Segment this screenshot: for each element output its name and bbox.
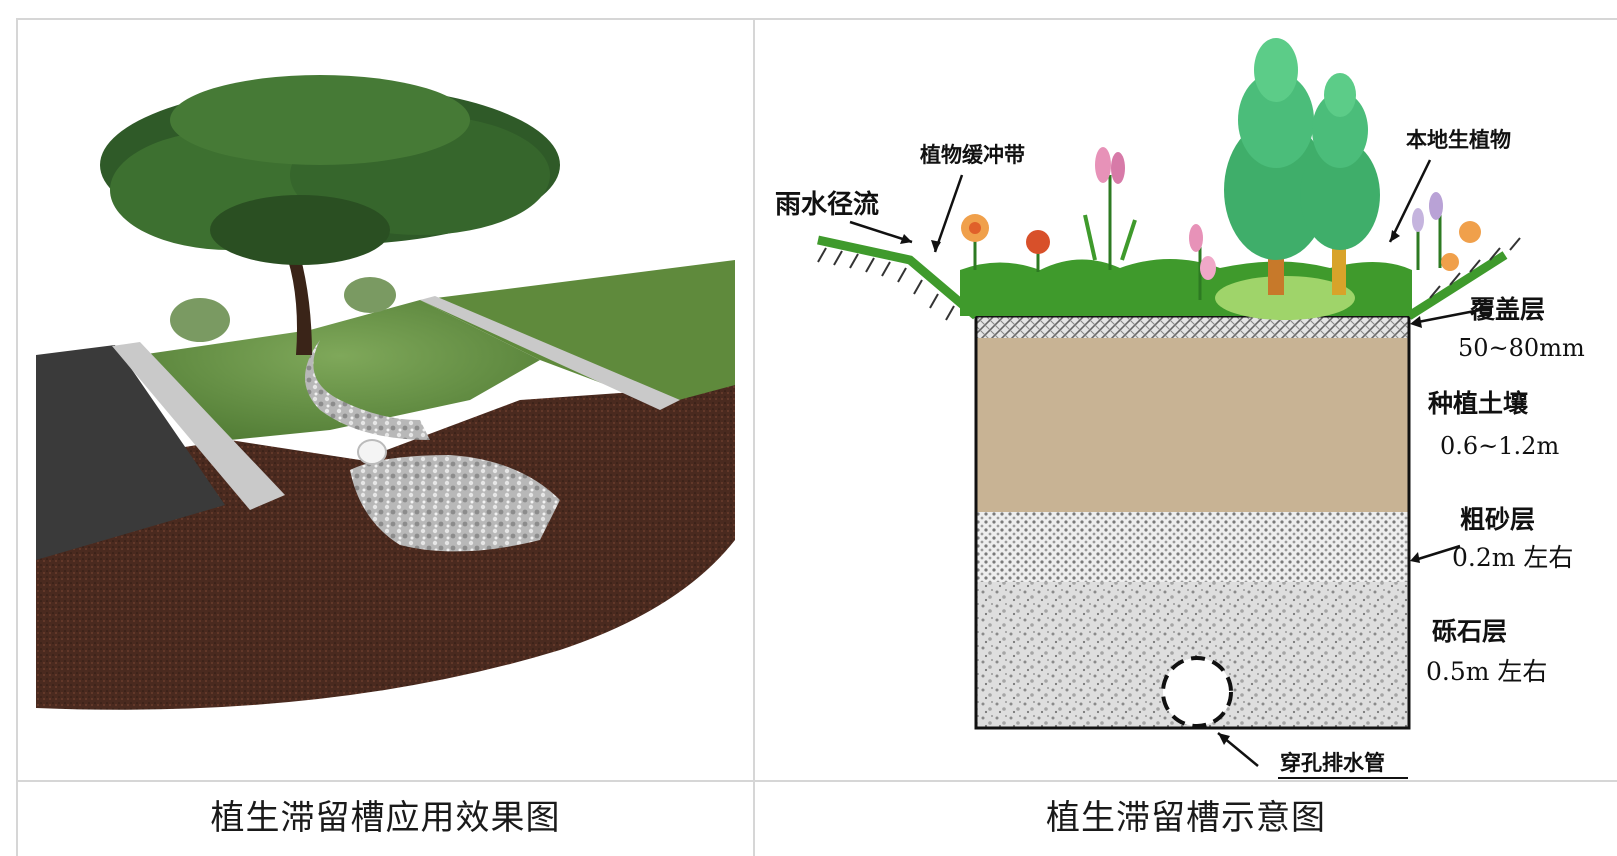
native-tree-large <box>1224 38 1328 295</box>
column-divider <box>753 18 755 856</box>
lawn-right <box>420 260 735 405</box>
shrub-left <box>170 298 230 342</box>
perforated-pipe <box>1161 656 1233 728</box>
label-cover-layer: 覆盖层 <box>1469 295 1545 324</box>
leader-arrowheads <box>900 230 1422 745</box>
swale-grass <box>140 300 540 440</box>
tree-canopy <box>100 75 560 265</box>
left-slope-grass <box>817 235 979 320</box>
right-slope-grass <box>1406 251 1508 320</box>
caption-divider <box>16 780 1617 782</box>
curb-left <box>112 342 285 510</box>
flower-orange <box>961 214 989 270</box>
caption-right: 植生滞留槽示意图 <box>1046 798 1326 838</box>
bioretention-section-diagram: 雨水径流 植物缓冲带 本地生植物 覆盖层 50~80mm 种植土壤 0.6~1.… <box>775 38 1585 779</box>
table-frame <box>16 18 1617 856</box>
cover-layer <box>976 316 1409 338</box>
tree-trunk <box>288 255 312 355</box>
native-tree-small <box>1300 73 1380 295</box>
right-slope-hatch <box>1429 237 1521 299</box>
drain-pipe-end <box>357 439 387 465</box>
caption-left: 植生滞留槽应用效果图 <box>210 798 561 838</box>
label-native-plants: 本地生植物 <box>1406 127 1511 152</box>
label-plant-buffer: 植物缓冲带 <box>920 142 1025 167</box>
planting-soil-layer <box>976 336 1409 394</box>
flower-red <box>1026 230 1050 272</box>
flower-pink-tall <box>1083 147 1137 270</box>
shrub-right <box>344 277 396 313</box>
curb-right <box>420 296 680 410</box>
label-cover-depth: 50~80mm <box>1458 334 1585 362</box>
coarse-sand-layer <box>976 512 1409 582</box>
flower-purple-right <box>1412 192 1481 271</box>
label-gravel-depth: 0.5m 左右 <box>1426 657 1547 686</box>
leader-lines <box>849 159 1481 767</box>
flower-pink-short <box>1189 224 1216 300</box>
bioretention-photo-illustration <box>36 75 735 710</box>
planting-soil-layer-lower <box>976 394 1409 512</box>
gravel-pile <box>350 455 560 552</box>
soil-cross-section <box>36 385 735 710</box>
label-coarse-sand: 粗砂层 <box>1460 505 1535 534</box>
label-planting-soil: 种植土壤 <box>1428 389 1529 418</box>
label-rain-runoff: 雨水径流 <box>775 190 879 220</box>
asphalt-road <box>36 345 225 560</box>
mound <box>1215 276 1355 320</box>
stone-channel <box>305 340 430 440</box>
label-soil-depth: 0.6~1.2m <box>1440 432 1559 460</box>
left-slope-hatch <box>817 247 955 321</box>
label-perforated-pipe: 穿孔排水管 <box>1280 750 1385 775</box>
label-gravel: 砾石层 <box>1432 617 1507 646</box>
label-sand-depth: 0.2m 左右 <box>1452 543 1573 572</box>
